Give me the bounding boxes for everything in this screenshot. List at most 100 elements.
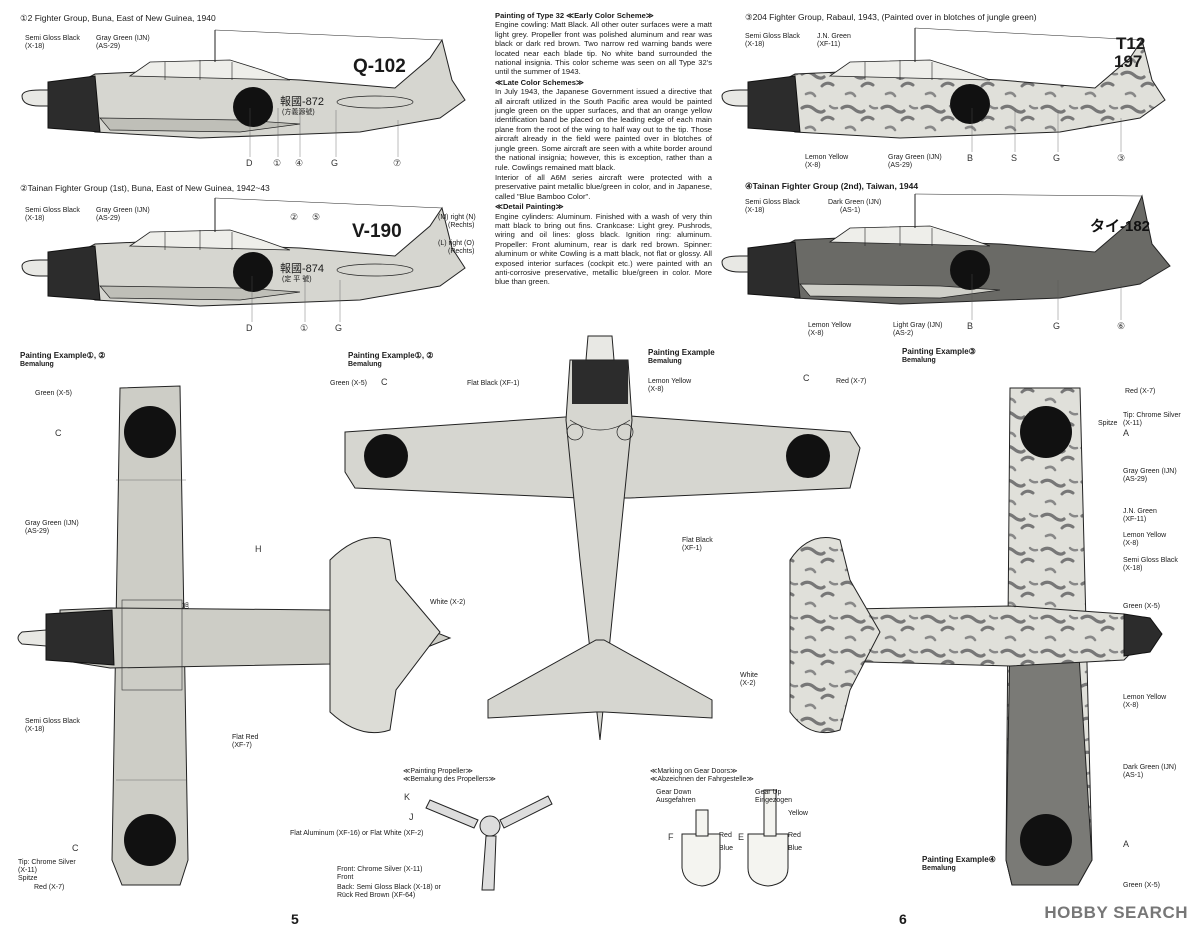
gear-title: ≪Marking on Gear Doors≫ [650, 768, 738, 775]
label-sv3-as29: (AS-29) [888, 162, 913, 169]
label-sv2-x18: (X-18) [25, 215, 45, 222]
plan-view-center [344, 335, 861, 741]
label-rp-lemon: Lemon Yellow [1123, 532, 1167, 539]
label-rp-x8b: (X-8) [1123, 702, 1139, 709]
label-rp-x11: (X-11) [1123, 420, 1142, 427]
prop-front: Front: Chrome Silver (X-11) [337, 866, 423, 873]
label-sv1-graygreen: Gray Green (IJN) [96, 35, 150, 42]
example-label-gear: Painting Example [648, 348, 715, 357]
example-label-center: Painting Example①, ② [348, 351, 434, 360]
gear-down-de: Ausgefahren [656, 797, 696, 804]
label-sv1-x18: (X-18) [25, 43, 45, 50]
watermark-logo: HOBBY SEARCH [1044, 903, 1188, 922]
prop-front-de: Front [337, 874, 354, 881]
label-rp-as1: (AS-1) [1123, 772, 1144, 779]
label-lp-flatred: Flat Red [232, 734, 259, 741]
label-cp-flatblack: Flat Black (XF-1) [467, 380, 520, 387]
example-label-4-sub: Bemalung [922, 865, 956, 872]
article-paragraph-interior: Interior of all A6M series aircraft were… [495, 172, 712, 201]
callout-sv1-1: ① [273, 158, 282, 168]
gear-down: Gear Down [656, 789, 692, 796]
gear-door-diagrams [681, 789, 789, 887]
gear-blue-2: Blue [788, 845, 803, 852]
callout-sv1-g: G [331, 158, 339, 168]
label-lp-green: Green (X-5) [35, 390, 72, 397]
callout-lp-h: H [255, 544, 262, 554]
label-sv3-graygreen: Gray Green (IJN) [888, 154, 942, 161]
side-view-3 [721, 27, 1166, 152]
label-lp-x18: (X-18) [25, 726, 45, 733]
callout-sv3-s: S [1011, 153, 1018, 163]
label-lp-spitze: Spitze [18, 875, 38, 882]
wing-mark: 旭 [182, 603, 189, 610]
callout-sv4-g: G [1053, 321, 1061, 331]
label-lp-xf7: (XF-7) [232, 742, 252, 749]
label-rp-jngreen: J.N. Green [1123, 508, 1157, 515]
prop-title: ≪Painting Propeller≫ [403, 768, 473, 775]
label-cp-green: Green (X-5) [330, 380, 367, 387]
callout-cp-c: C [381, 377, 388, 387]
example-label-gear-sub: Bemalung [648, 358, 682, 365]
code-197: 197 [1114, 52, 1143, 71]
callout-prop-j: J [409, 812, 414, 822]
code-hokoku-872-sub: (方義源號) [282, 109, 315, 116]
label-rp-white: White [740, 672, 758, 679]
callout-rp-a: A [1123, 428, 1130, 438]
label-rp-green: Green (X-5) [1123, 603, 1160, 610]
label-sv3-x8: (X-8) [805, 162, 821, 169]
callout-sv2-d: D [246, 323, 253, 333]
label-sv4-lightgray: Light Gray (IJN) [893, 322, 943, 329]
label-sv4-semigloss: Semi Gloss Black [745, 199, 800, 206]
label-sv4-x8: (X-8) [808, 330, 824, 337]
header-4: ④Tainan Fighter Group (2nd), Taiwan, 194… [745, 181, 919, 191]
side-view-2 [21, 197, 466, 322]
label-sv1-as29: (AS-29) [96, 43, 121, 50]
label-cp-lemon: Lemon Yellow [648, 378, 692, 385]
code-t12: T12 [1116, 34, 1146, 53]
code-v190: V-190 [352, 221, 402, 242]
example-label-left: Painting Example①, ② [20, 351, 106, 360]
label-rp-spitze: Spitze [1098, 420, 1118, 427]
side-view-1 [21, 29, 466, 157]
callout-sv3-3: ③ [1117, 153, 1126, 163]
label-rp-green2: Green (X-5) [1123, 882, 1160, 889]
callout-lp-c: C [55, 428, 62, 438]
page-number-right: 6 [899, 911, 907, 927]
label-sv2-as29: (AS-29) [96, 215, 121, 222]
callout-sv4-6: ⑥ [1117, 321, 1126, 331]
label-sv4-darkgreen: Dark Green (IJN) [828, 199, 882, 206]
callout-sv2-5: ⑤ [312, 212, 321, 222]
label-sv4-lemon: Lemon Yellow [808, 322, 852, 329]
example-label-3-sub: Bemalung [902, 357, 936, 364]
callout-sv3-b: B [967, 153, 974, 163]
gear-up: Gear Up [755, 789, 782, 796]
label-lp-graygreen: Gray Green (IJN) [25, 520, 79, 527]
label-cp-white: White (X-2) [430, 599, 466, 606]
label-rp-as29: (AS-29) [1123, 476, 1148, 483]
label-sv2-m-right: (M) right (N) [438, 214, 476, 221]
label-sv4-as2: (AS-2) [893, 330, 914, 337]
label-cp-xf1: (XF-1) [682, 545, 702, 552]
page-number-left: 5 [291, 911, 299, 927]
label-sv1-semigloss: Semi Gloss Black [25, 35, 80, 42]
code-tai-182: タイ-182 [1090, 218, 1151, 235]
label-lp-as29: (AS-29) [25, 528, 50, 535]
label-cp-flatblack2: Flat Black [682, 537, 713, 544]
label-sv2-l-right: (L) right (O) [438, 240, 475, 247]
label-sv2-m-rechts: (Rechts) [448, 222, 475, 229]
plan-view-right [789, 387, 1163, 886]
label-rp-darkgreen: Dark Green (IJN) [1123, 764, 1177, 771]
header-1: ①2 Fighter Group, Buna, East of New Guin… [20, 13, 216, 23]
prop-back2: Rück Red Brown (XF-64) [337, 892, 416, 899]
propeller-diagram [425, 795, 553, 891]
callout-lp-c2: C [72, 843, 79, 853]
label-sv3-x18: (X-18) [745, 41, 765, 48]
label-rp-x2: (X-2) [740, 680, 756, 687]
callout-sv1-7: ⑦ [393, 158, 402, 168]
label-rp-x18: (X-18) [1123, 565, 1143, 572]
label-rp-red: Red (X-7) [1125, 388, 1156, 395]
gear-red-2: Red [788, 832, 801, 839]
label-rp-graygreen: Gray Green (IJN) [1123, 468, 1177, 475]
